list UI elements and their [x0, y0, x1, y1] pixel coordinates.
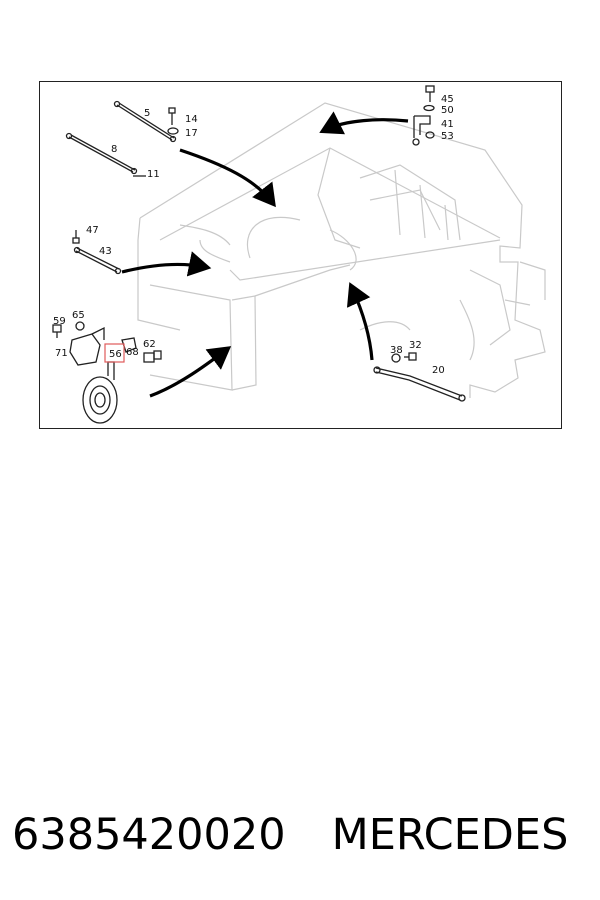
part-8-support-rod [65, 132, 138, 175]
part-label-14: 14 [185, 114, 198, 125]
parts-diagram: 5 14 17 8 11 45 50 41 53 47 43 59 65 71 … [39, 81, 562, 429]
highlight-box [104, 343, 125, 363]
assembly-arrows [121, 111, 409, 398]
part-32-bolt [404, 352, 417, 361]
part-5-support-rod [113, 100, 177, 143]
part-68-clip [121, 337, 137, 353]
part-label-71: 71 [55, 348, 68, 359]
part-labels: 5 14 17 8 11 45 50 41 53 47 43 59 65 71 … [53, 94, 454, 376]
part-label-32: 32 [409, 340, 422, 351]
part-label-11: 11 [147, 169, 160, 180]
part-20-strut [373, 366, 466, 402]
part-62-clamp [143, 350, 162, 363]
part-50-washer [423, 104, 435, 112]
part-label-53: 53 [441, 131, 454, 142]
part-label-17: 17 [185, 128, 198, 139]
vehicle-body-outline [137, 102, 546, 398]
part-label-20: 20 [432, 365, 445, 376]
part-label-47: 47 [86, 225, 99, 236]
part-label-5: 5 [144, 108, 150, 119]
part-38-washer [391, 353, 401, 363]
part-label-43: 43 [99, 246, 112, 257]
part-43-strap [73, 246, 122, 275]
part-label-68: 68 [126, 347, 139, 358]
diagram-frame [39, 81, 562, 429]
part-14-bolt [168, 107, 176, 125]
part-label-62: 62 [143, 339, 156, 350]
part-label-65: 65 [72, 310, 85, 321]
part-label-50: 50 [441, 105, 454, 116]
part-45-bolt [425, 85, 435, 102]
part-label-45: 45 [441, 94, 454, 105]
brand-name: MERCEDES [331, 810, 569, 860]
part-59-bolt [52, 324, 62, 338]
part-label-59: 59 [53, 316, 66, 327]
part-label-41: 41 [441, 119, 454, 130]
part-41-bracket [412, 115, 431, 146]
part-label-56: 56 [109, 349, 122, 360]
part-47-bolt [72, 230, 80, 244]
part-17-nut [167, 127, 179, 135]
part-71-horn-bracket [69, 326, 105, 366]
part-65-washer [75, 321, 85, 331]
part-label-8: 8 [111, 144, 117, 155]
part-number: 6385420020 [12, 810, 286, 860]
part-label-38: 38 [390, 345, 403, 356]
caption: 6385420020 MERCEDES [12, 795, 592, 875]
part-53-nut [425, 131, 435, 139]
